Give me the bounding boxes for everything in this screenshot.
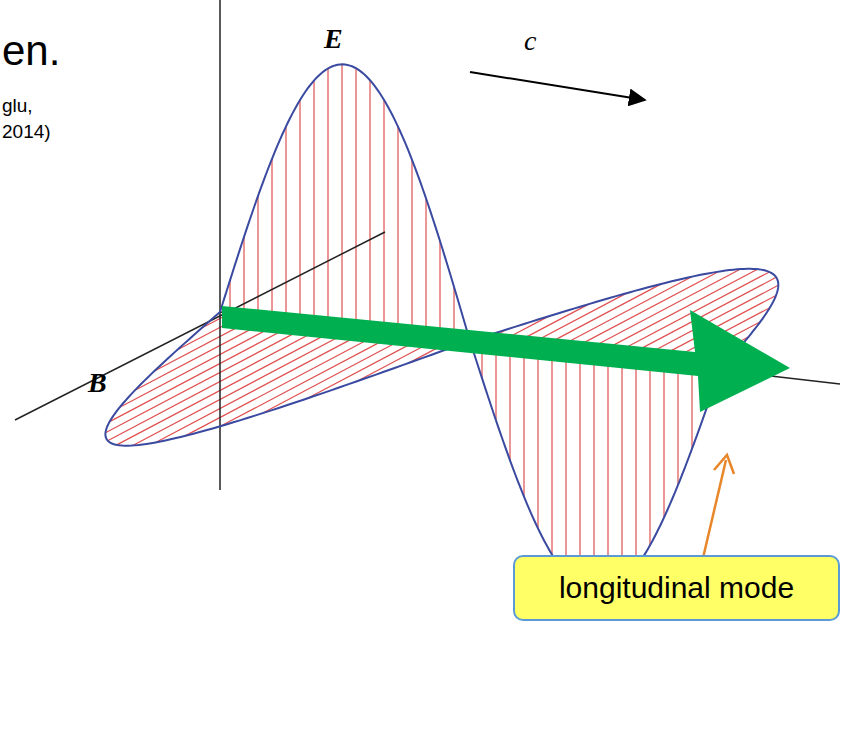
e-field-hatch bbox=[691, 367, 692, 449]
e-field-hatch bbox=[635, 360, 636, 567]
vertical-axis bbox=[219, 0, 221, 490]
callout-text: longitudinal mode bbox=[559, 571, 794, 605]
e-field-hatch bbox=[663, 364, 664, 518]
speed-symbol: c bbox=[524, 26, 536, 57]
b-field-hatch bbox=[110, 321, 300, 421]
e-field-hatch bbox=[509, 346, 510, 461]
e-field-hatch bbox=[327, 68, 328, 324]
callout-box: longitudinal mode bbox=[513, 555, 840, 621]
e-field-hatch bbox=[551, 351, 552, 555]
leader-arrowhead bbox=[714, 455, 734, 474]
e-field-hatch bbox=[341, 64, 342, 326]
b-field-hatch bbox=[120, 320, 286, 408]
citation-fragment: 2014) bbox=[2, 122, 51, 143]
velocity-arrow bbox=[470, 72, 645, 100]
e-field-hatch bbox=[411, 160, 412, 334]
b-field-hatch bbox=[105, 323, 314, 433]
e-field-hatch bbox=[369, 80, 370, 329]
e-field-hatch bbox=[677, 365, 678, 485]
citation-fragment: glu, bbox=[2, 96, 33, 117]
e-field-hatch bbox=[649, 362, 650, 545]
e-field-hatch bbox=[383, 100, 384, 331]
b-field-hatch bbox=[117, 326, 342, 445]
e-field-hatch bbox=[355, 68, 356, 328]
e-field-hatch bbox=[285, 126, 286, 319]
b-field-hatch bbox=[221, 333, 398, 426]
title-fragment: en. bbox=[2, 28, 60, 74]
b-field-hatch bbox=[552, 277, 692, 351]
e-field-hatch bbox=[537, 349, 538, 529]
longitudinal-arrow bbox=[222, 306, 790, 412]
b-field-hatch bbox=[133, 328, 356, 446]
e-field-hatch bbox=[523, 347, 524, 496]
e-field-hatch bbox=[621, 359, 622, 583]
b-field-hatch bbox=[262, 334, 412, 413]
e-field-hatch bbox=[397, 127, 398, 333]
e-field-hatch bbox=[579, 354, 580, 588]
b-field-hatch bbox=[156, 329, 370, 442]
b-field-hatch bbox=[185, 331, 384, 436]
b-field-hatch bbox=[108, 325, 328, 441]
e-field-hatch bbox=[271, 159, 272, 318]
e-field-hatch bbox=[565, 352, 566, 574]
leader-line bbox=[703, 460, 726, 558]
e-field-hatch bbox=[439, 241, 440, 337]
e-field-hatch bbox=[299, 100, 300, 321]
e-field-hatch bbox=[257, 196, 258, 316]
field-symbol: B bbox=[88, 368, 107, 399]
e-field-hatch bbox=[425, 198, 426, 336]
e-field-hatch bbox=[313, 81, 314, 323]
field-symbol: E bbox=[324, 24, 343, 55]
